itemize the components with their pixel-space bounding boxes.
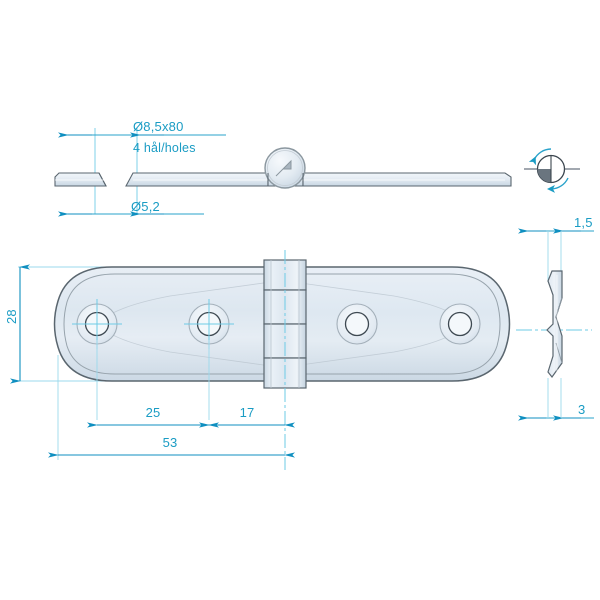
hole-3-bore: [344, 311, 370, 337]
side-section-profile: [546, 270, 563, 378]
dim-53: 53: [48, 435, 295, 458]
label-height-28: 28: [4, 309, 19, 324]
front-hole-1: [72, 299, 122, 349]
projection-arc-bottom: [547, 177, 569, 193]
label-dim-3: 3: [578, 402, 585, 417]
front-right-leaf-inner-contour: [286, 273, 501, 375]
front-view: 28: [4, 250, 511, 470]
dim-chain-25-17: 25 17: [87, 405, 295, 428]
projection-symbol-view: [524, 148, 580, 193]
label-dim-17: 17: [240, 405, 255, 420]
label-dim-1-5: 1,5: [574, 215, 593, 230]
hole-4-bore: [447, 311, 473, 337]
dim-height-28: 28: [4, 264, 30, 384]
top-view-barrel-inner-ring: [267, 150, 303, 186]
dim-thickness-1-5: 1,5: [518, 215, 594, 234]
label-hole-count: 4 hål/holes: [133, 141, 196, 155]
front-right-leaf-outline: [281, 266, 511, 382]
front-left-leaf-outline: [53, 266, 283, 382]
label-dim-25: 25: [146, 405, 161, 420]
dim-countersink-diameter: Ø8,5x80 4 hål/holes: [58, 119, 226, 155]
front-left-leaf-inner-contour: [63, 273, 278, 375]
front-dim-extension-lines: [57, 340, 210, 460]
top-view-pin-symbol: [275, 159, 292, 177]
top-edge-view: Ø8,5x80 4 hål/holes Ø5,2: [54, 119, 512, 217]
front-hole-4: [439, 303, 481, 345]
label-bore-diameter: Ø5,2: [131, 199, 160, 214]
dim-offset-3: 3: [518, 402, 594, 421]
label-dim-53: 53: [163, 435, 178, 450]
dim-bore-diameter: Ø5,2: [58, 199, 204, 217]
side-view: 1,5 3: [516, 215, 594, 421]
projection-arc-top: [528, 148, 552, 166]
top-view-centerlines: [94, 128, 138, 214]
front-hole-3: [336, 303, 378, 345]
label-countersink-diameter: Ø8,5x80: [133, 119, 184, 134]
front-hole-2: [184, 299, 234, 349]
projection-quadrant-fill: [537, 169, 551, 183]
